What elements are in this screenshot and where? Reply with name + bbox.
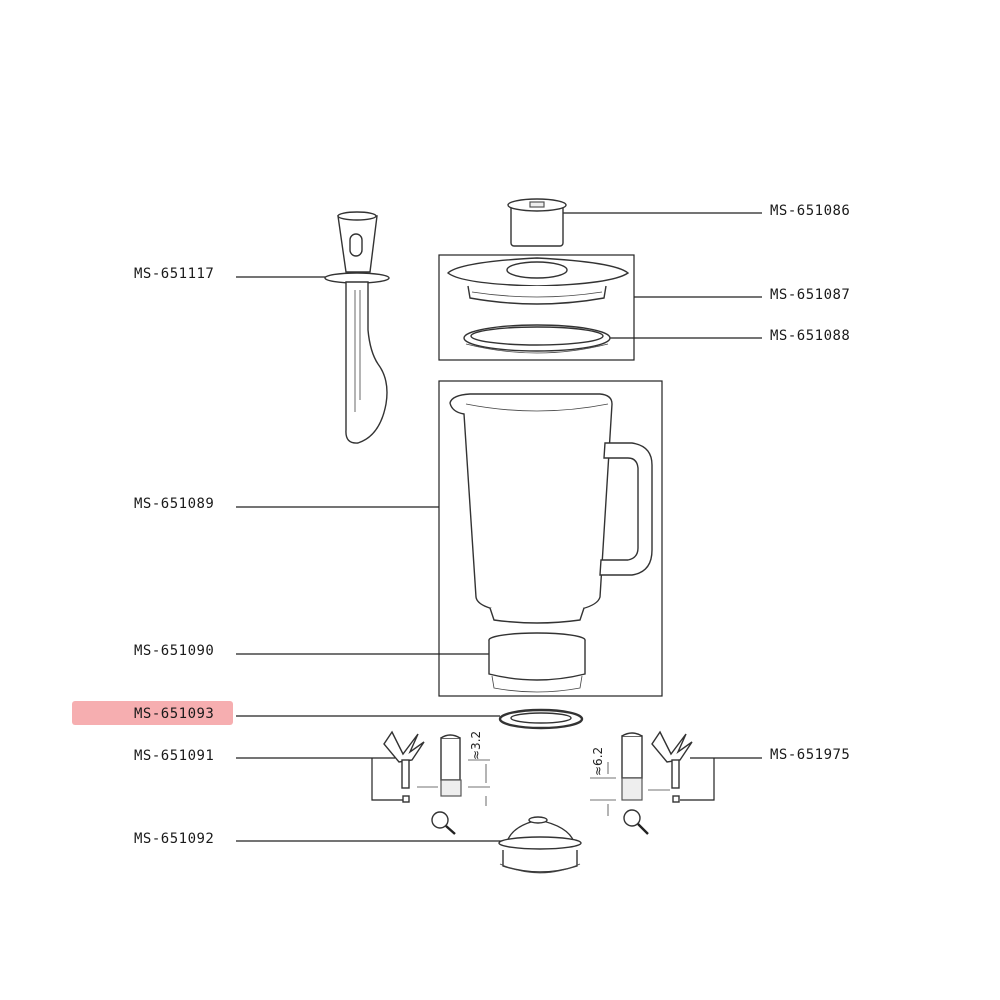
label-ms-651117[interactable]: MS-651117 — [134, 266, 215, 282]
jar-base-part[interactable] — [488, 632, 586, 693]
lid-group-box — [438, 254, 635, 361]
measuring-cap-part[interactable] — [507, 198, 567, 247]
label-ms-651975[interactable]: MS-651975 — [770, 747, 851, 763]
jar-lid-part[interactable] — [446, 257, 630, 305]
blade-assembly-left-part[interactable]: ≈3.2 — [371, 730, 490, 835]
tamper-spatula-part[interactable] — [324, 211, 390, 444]
blender-jar-part[interactable] — [449, 393, 653, 624]
label-ms-651089[interactable]: MS-651089 — [134, 496, 215, 512]
label-ms-651088[interactable]: MS-651088 — [770, 328, 851, 344]
selected-part-highlight — [72, 701, 233, 725]
blade-gasket-part[interactable] — [498, 708, 584, 730]
label-ms-651087[interactable]: MS-651087 — [770, 287, 851, 303]
label-ms-651092[interactable]: MS-651092 — [134, 831, 215, 847]
label-ms-651093[interactable]: MS-651093 — [134, 706, 215, 722]
lid-seal-part[interactable] — [463, 324, 611, 354]
dimension-left: ≈3.2 — [469, 731, 483, 760]
blade-assembly-right-part[interactable]: ≈6.2 — [590, 730, 715, 835]
coupling-base-part[interactable] — [498, 816, 582, 874]
label-ms-651090[interactable]: MS-651090 — [134, 643, 215, 659]
jar-group-box — [438, 380, 663, 697]
label-ms-651086[interactable]: MS-651086 — [770, 203, 851, 219]
label-ms-651091[interactable]: MS-651091 — [134, 748, 215, 764]
dimension-right: ≈6.2 — [591, 747, 605, 776]
